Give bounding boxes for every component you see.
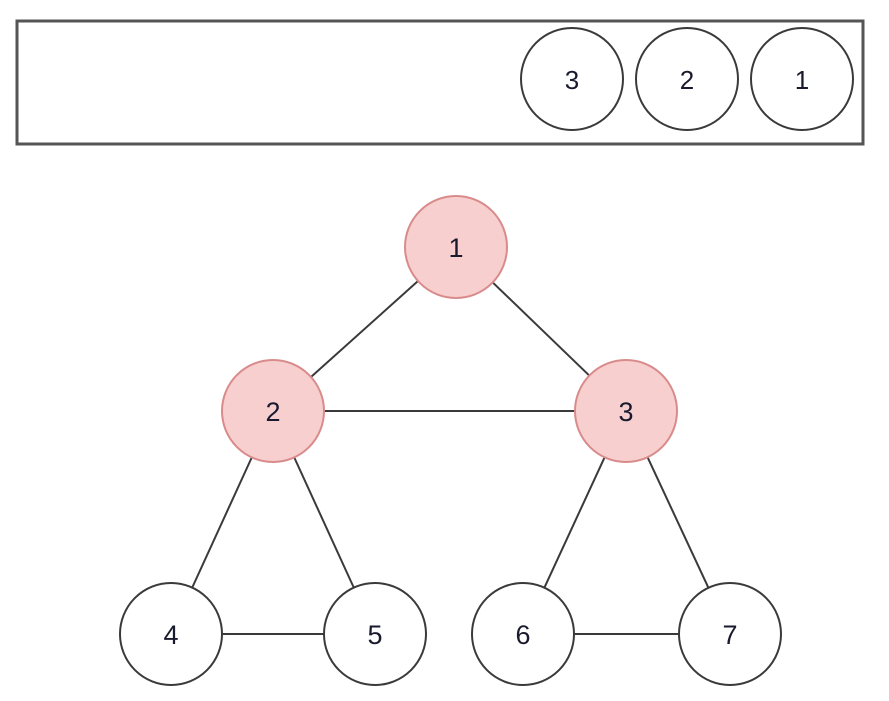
- graph-node-circle: [323, 582, 427, 686]
- graph-node-label: 4: [163, 620, 178, 650]
- graph-panel: 1 2 3 4 5 6 7: [0, 160, 889, 701]
- graph-node-label: 6: [515, 620, 530, 650]
- queue-item-label: 3: [565, 65, 579, 95]
- queue-svg: 3 2 1: [15, 19, 865, 146]
- queue-panel: 3 2 1: [0, 0, 889, 160]
- queue-item-label: 2: [680, 65, 694, 95]
- queue-item-circle: [750, 27, 854, 131]
- queue-item[interactable]: 2: [635, 27, 739, 131]
- graph-edge: [543, 456, 606, 589]
- graph-node-label: 1: [448, 233, 463, 263]
- graph-node[interactable]: 5: [323, 582, 427, 686]
- graph-node-label: 5: [367, 620, 382, 650]
- graph-edge: [646, 456, 710, 589]
- graph-node-circle: [404, 195, 508, 299]
- graph-edge: [309, 280, 420, 378]
- graph-node[interactable]: 4: [119, 582, 223, 686]
- edge-layer: [191, 280, 710, 635]
- graph-edge: [293, 456, 355, 589]
- graph-svg: 1 2 3 4 5 6 7: [119, 195, 782, 686]
- graph-node[interactable]: 7: [678, 582, 782, 686]
- graph-node-circle: [221, 359, 325, 463]
- graph-node[interactable]: 1: [404, 195, 508, 299]
- queue-item-label: 1: [795, 65, 809, 95]
- queue-item[interactable]: 3: [520, 27, 624, 131]
- graph-node-label: 3: [618, 397, 633, 427]
- graph-node-label: 7: [722, 620, 737, 650]
- graph-node[interactable]: 3: [574, 359, 678, 463]
- queue-item-circle: [635, 27, 739, 131]
- graph-node-label: 2: [265, 397, 280, 427]
- queue-item-circle: [520, 27, 624, 131]
- graph-node-circle: [471, 582, 575, 686]
- graph-node-circle: [678, 582, 782, 686]
- graph-edge: [191, 456, 253, 589]
- graph-edge: [491, 281, 591, 377]
- queue-item[interactable]: 1: [750, 27, 854, 131]
- graph-node-circle: [119, 582, 223, 686]
- node-layer: 1 2 3 4 5 6 7: [119, 195, 782, 686]
- graph-node-circle: [574, 359, 678, 463]
- graph-node[interactable]: 6: [471, 582, 575, 686]
- graph-node[interactable]: 2: [221, 359, 325, 463]
